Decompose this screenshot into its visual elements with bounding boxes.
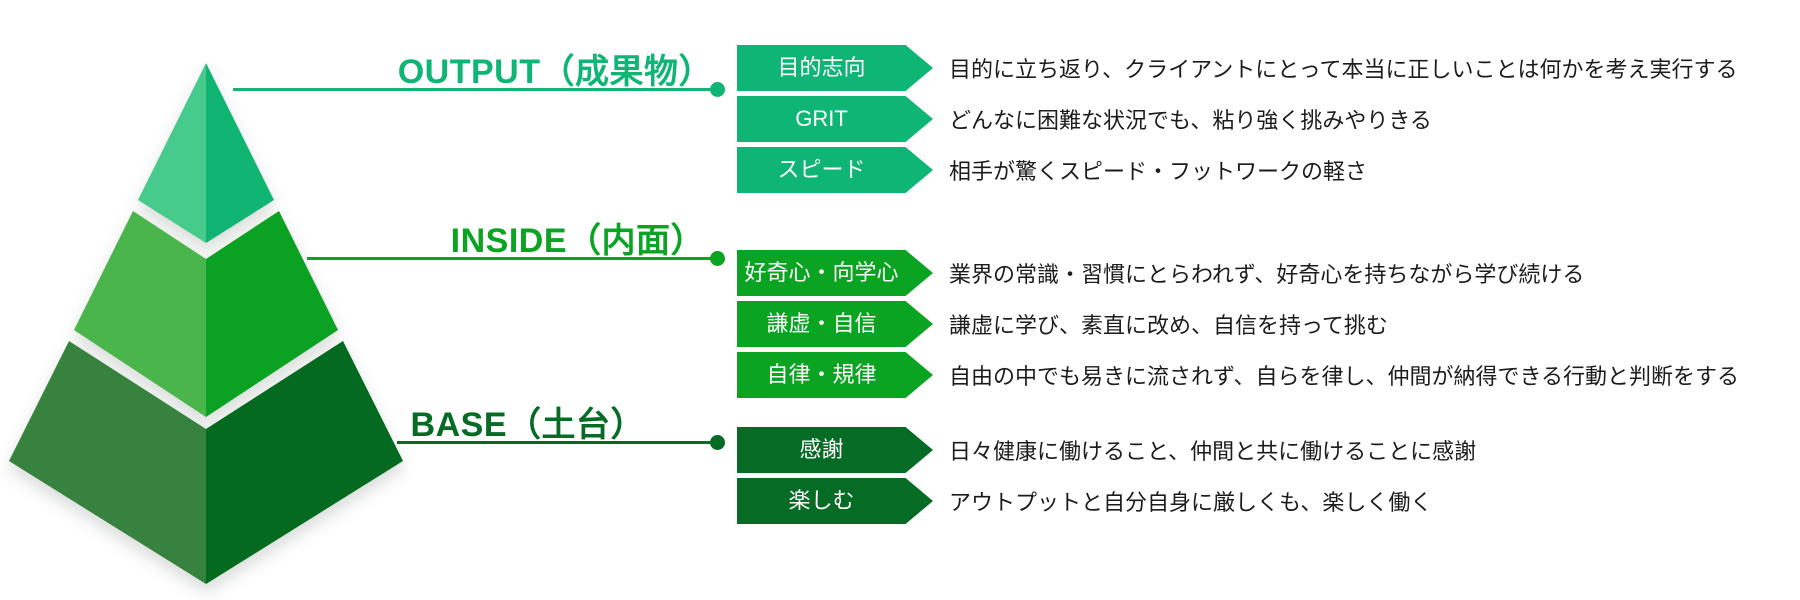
value-tag: 自律・規律 xyxy=(737,352,933,398)
leader-dot-output xyxy=(710,82,725,97)
value-description: 業界の常識・習慣にとらわれず、好奇心を持ちながら学び続ける xyxy=(949,262,1585,287)
value-group-base: 感謝 日々健康に働けること、仲間と共に働けることに感謝 楽しむ アウトプットと自… xyxy=(737,427,1476,524)
pyramid-base-right-face xyxy=(206,341,403,584)
value-tag: スピード xyxy=(737,147,933,193)
value-description: 目的に立ち返り、クライアントにとって本当に正しいことは何かを考え実行する xyxy=(949,57,1738,82)
pyramid-graphic xyxy=(9,63,403,584)
value-group-output: 目的志向 目的に立ち返り、クライアントにとって本当に正しいことは何かを考え実行す… xyxy=(737,45,1737,193)
value-description: 自由の中でも易きに流されず、自らを律し、仲間が納得できる行動と判断をする xyxy=(949,364,1740,389)
value-row: 感謝 日々健康に働けること、仲間と共に働けることに感謝 xyxy=(737,427,1476,473)
value-row: 楽しむ アウトプットと自分自身に厳しくも、楽しく働く xyxy=(737,478,1476,524)
value-row: 自律・規律 自由の中でも易きに流されず、自らを律し、仲間が納得できる行動と判断を… xyxy=(737,352,1739,398)
value-row: スピード 相手が驚くスピード・フットワークの軽さ xyxy=(737,147,1737,193)
pyramid-inside-left-face xyxy=(74,211,206,417)
value-tag: 好奇心・向学心 xyxy=(737,250,933,296)
pyramid-output-right-face xyxy=(206,63,274,243)
leader-dot-inside xyxy=(710,251,725,266)
value-group-inside: 好奇心・向学心 業界の常識・習慣にとらわれず、好奇心を持ちながら学び続ける 謙虚… xyxy=(737,250,1739,398)
section-header-inside: INSIDE（内面） xyxy=(450,222,705,260)
value-row: 目的志向 目的に立ち返り、クライアントにとって本当に正しいことは何かを考え実行す… xyxy=(737,45,1737,91)
value-description: どんなに困難な状況でも、粘り強く挑みやりきる xyxy=(949,108,1432,133)
pyramid-base-left-face xyxy=(9,341,206,584)
section-header-output: OUTPUT（成果物） xyxy=(397,53,713,91)
pyramid-output-left-face xyxy=(138,63,206,243)
value-description: 相手が驚くスピード・フットワークの軽さ xyxy=(949,159,1368,184)
value-row: 謙虚・自信 謙虚に学び、素直に改め、自信を持って挑む xyxy=(737,301,1739,347)
value-row: 好奇心・向学心 業界の常識・習慣にとらわれず、好奇心を持ちながら学び続ける xyxy=(737,250,1739,296)
leader-line-inside xyxy=(307,257,713,260)
value-tag: 目的志向 xyxy=(737,45,933,91)
pyramid-inside-right-face xyxy=(206,211,338,417)
value-tag: 楽しむ xyxy=(737,478,933,524)
leader-line-base xyxy=(397,441,713,444)
value-tag: 謙虚・自信 xyxy=(737,301,933,347)
value-row: GRIT どんなに困難な状況でも、粘り強く挑みやりきる xyxy=(737,96,1737,142)
value-tag: GRIT xyxy=(737,96,933,142)
section-header-base: BASE（土台） xyxy=(410,406,645,444)
leader-line-output xyxy=(233,88,713,91)
value-description: アウトプットと自分自身に厳しくも、楽しく働く xyxy=(949,490,1433,515)
value-description: 日々健康に働けること、仲間と共に働けることに感謝 xyxy=(949,439,1477,464)
leader-dot-base xyxy=(710,435,725,450)
value-tag: 感謝 xyxy=(737,427,933,473)
value-description: 謙虚に学び、素直に改め、自信を持って挑む xyxy=(949,313,1388,338)
